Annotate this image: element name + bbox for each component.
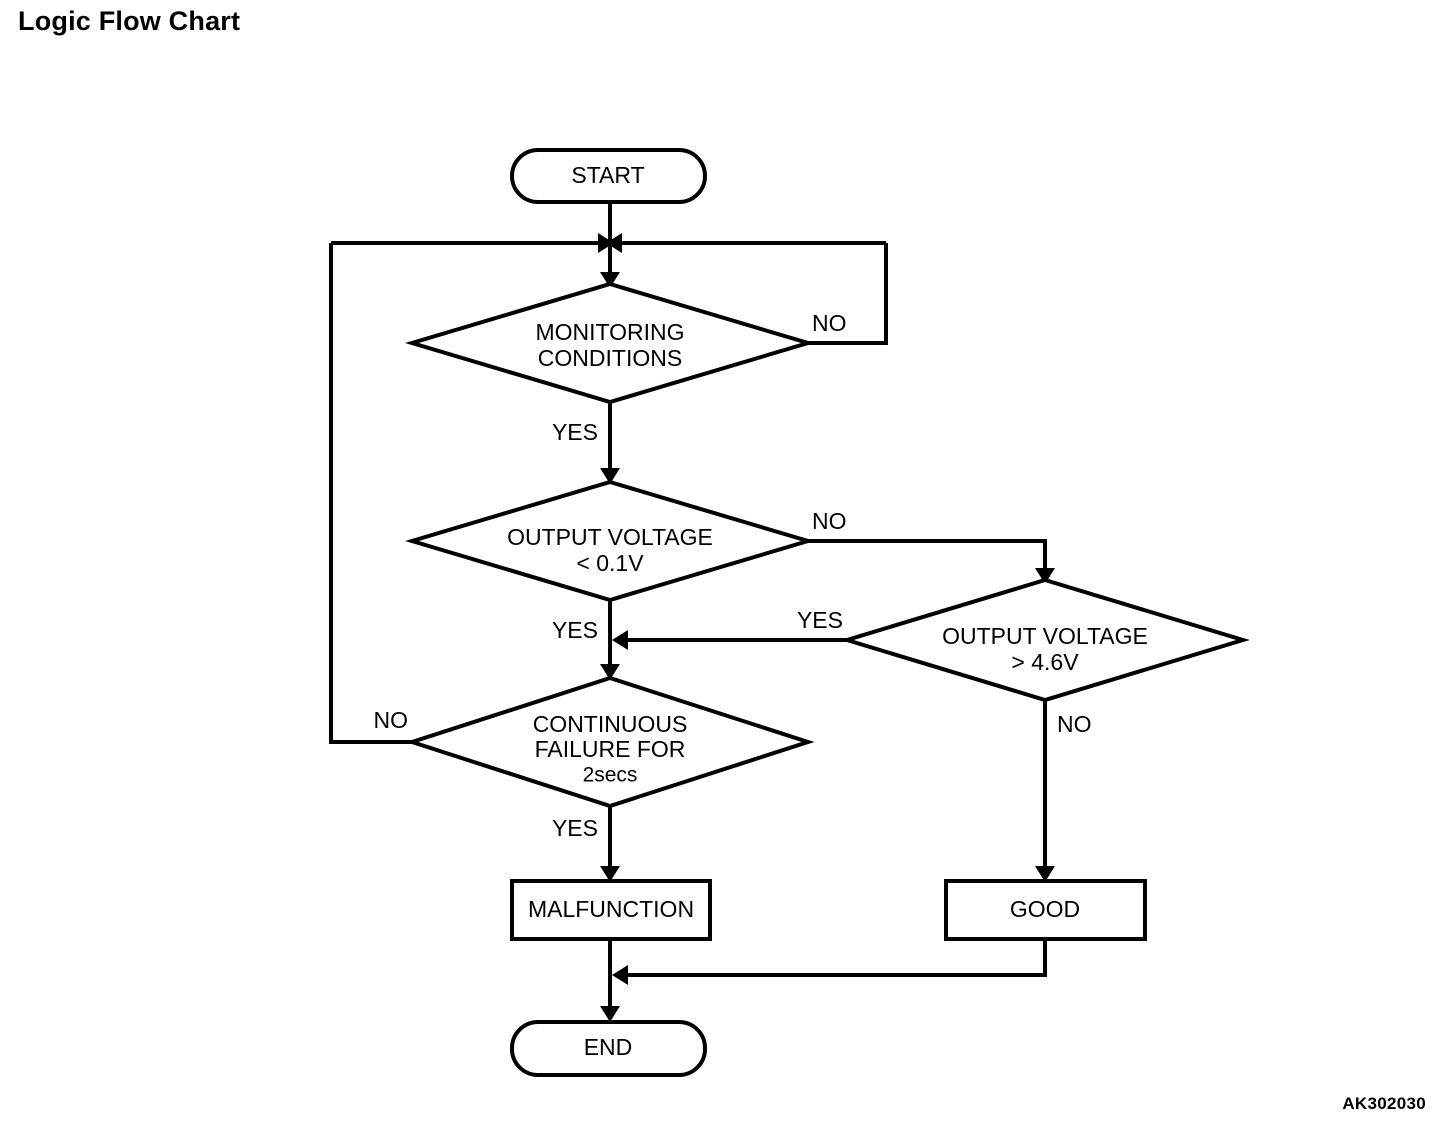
label-voltage-high-yes: YES xyxy=(797,607,843,633)
edge-monitoring-no xyxy=(808,243,888,345)
arrow-into-voltage-low xyxy=(600,468,620,484)
monitoring-conditions-label-line1: MONITORING xyxy=(535,319,684,345)
edge-voltage-low-no xyxy=(808,539,1047,572)
label-continuous-failure-yes: YES xyxy=(552,815,598,841)
reference-code: AK302030 xyxy=(1342,1094,1426,1113)
node-monitoring-conditions: MONITORING CONDITIONS xyxy=(404,281,816,405)
good-label: GOOD xyxy=(1010,896,1080,922)
page-title: Logic Flow Chart xyxy=(18,6,241,36)
label-monitoring-no: NO xyxy=(812,310,847,336)
continuous-failure-label-line1: CONTINUOUS xyxy=(533,711,688,737)
node-malfunction: MALFUNCTION xyxy=(510,879,712,941)
arrow-voltage-high-yes-into-trunk xyxy=(612,630,628,650)
node-output-voltage-low: OUTPUT VOLTAGE < 0.1V xyxy=(404,479,816,603)
arrow-into-voltage-high xyxy=(1035,568,1055,584)
malfunction-label: MALFUNCTION xyxy=(528,896,694,922)
monitoring-conditions-label-line2: CONDITIONS xyxy=(538,345,682,371)
end-shape xyxy=(510,1020,707,1077)
arrow-into-end xyxy=(600,1006,620,1022)
edge-good-to-end xyxy=(624,939,1047,977)
node-good: GOOD xyxy=(944,879,1147,941)
continuous-failure-label-line2: FAILURE FOR xyxy=(535,736,686,762)
node-start: START xyxy=(510,148,707,204)
label-voltage-low-no: NO xyxy=(812,508,847,534)
start-label: START xyxy=(571,162,644,188)
edge-continuous-failure-no xyxy=(329,243,412,744)
node-continuous-failure: CONTINUOUS FAILURE FOR 2secs xyxy=(405,675,815,809)
arrow-into-good xyxy=(1035,866,1055,882)
output-voltage-low-label-line1: OUTPUT VOLTAGE xyxy=(507,524,713,550)
label-voltage-low-yes: YES xyxy=(552,617,598,643)
node-end: END xyxy=(510,1020,707,1077)
end-label: END xyxy=(584,1034,633,1060)
node-output-voltage-high: OUTPUT VOLTAGE > 4.6V xyxy=(840,577,1250,703)
label-voltage-high-no: NO xyxy=(1057,711,1092,737)
arrow-into-continuous-failure xyxy=(600,664,620,680)
arrow-into-monitoring xyxy=(600,272,620,288)
continuous-failure-label-line3: 2secs xyxy=(583,764,638,787)
label-monitoring-yes: YES xyxy=(552,419,598,445)
arrow-good-merge-into-trunk xyxy=(612,965,628,985)
output-voltage-high-label-line2: > 4.6V xyxy=(1011,649,1079,675)
arrow-into-malfunction xyxy=(600,866,620,882)
label-continuous-failure-no: NO xyxy=(374,707,409,733)
arrow-right-loop-into-junction xyxy=(606,233,622,253)
good-shape xyxy=(944,879,1147,941)
output-voltage-low-label-line2: < 0.1V xyxy=(576,550,644,576)
output-voltage-high-label-line1: OUTPUT VOLTAGE xyxy=(942,623,1148,649)
